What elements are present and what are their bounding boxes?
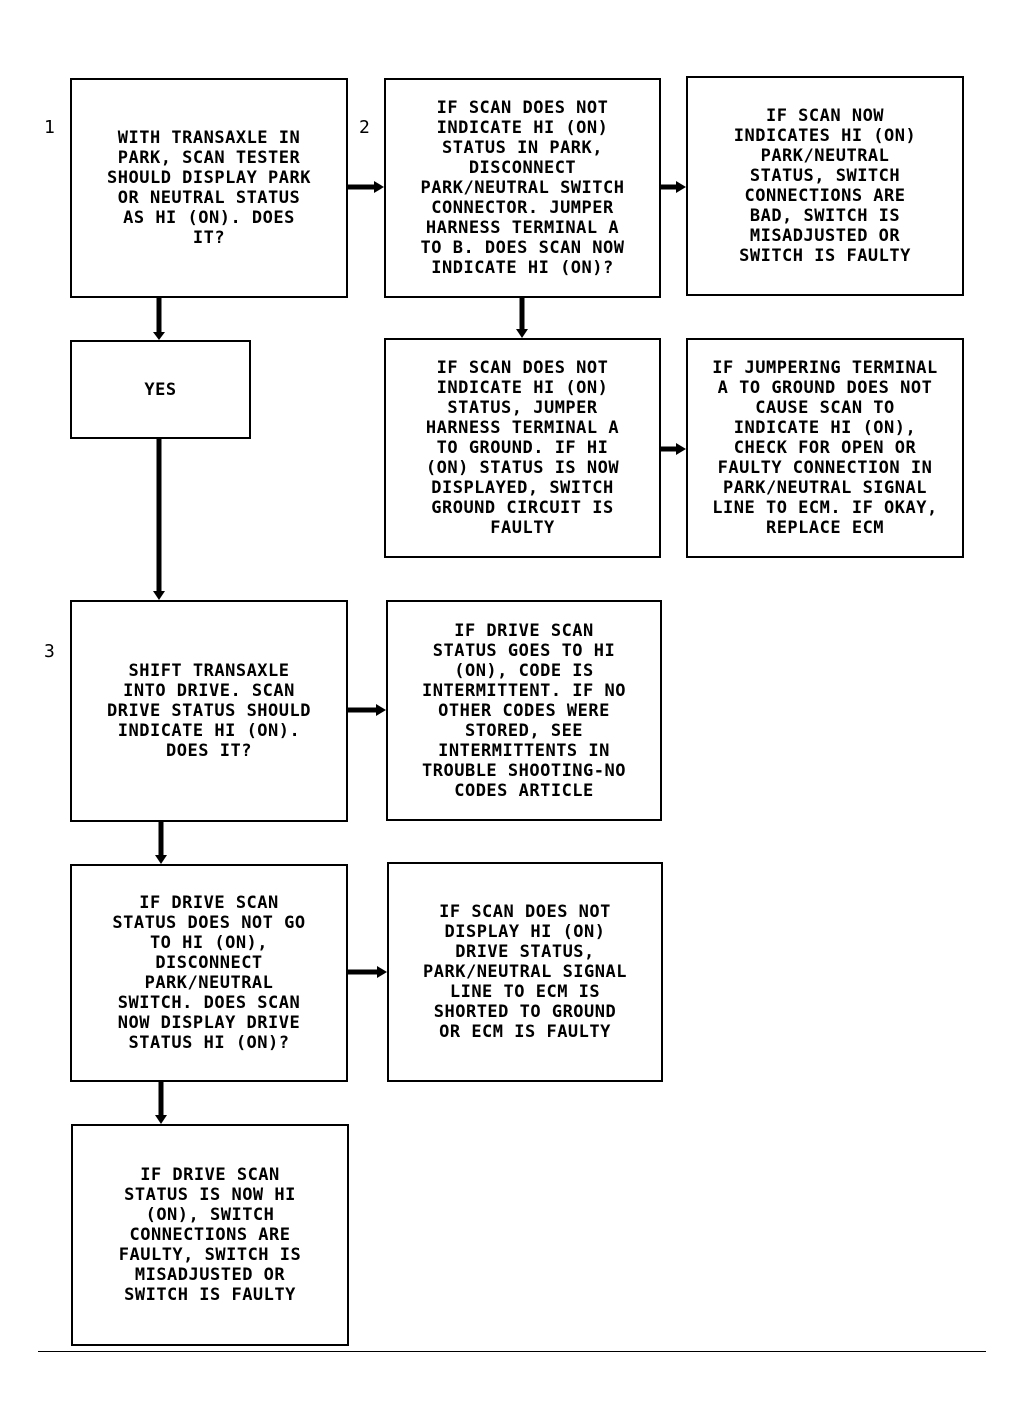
connector-b2-b3 <box>661 181 686 193</box>
box-text: WITH TRANSAXLE IN PARK, SCAN TESTER SHOU… <box>107 128 311 248</box>
box-text: IF DRIVE SCAN STATUS GOES TO HI (ON), CO… <box>422 620 626 801</box>
flow-box-jumper-a-to-b: IF SCAN DOES NOT INDICATE HI (ON) STATUS… <box>384 78 661 298</box>
box-text: IF SCAN DOES NOT INDICATE HI (ON) STATUS… <box>425 358 620 538</box>
connector-b5-b6 <box>661 443 686 455</box>
flow-box-code-intermittent: IF DRIVE SCAN STATUS GOES TO HI (ON), CO… <box>386 600 662 821</box>
step-number-3: 3 <box>44 641 55 662</box>
box-text: IF SCAN NOW INDICATES HI (ON) PARK/NEUTR… <box>733 106 917 266</box>
connector-b1-b4 <box>153 298 165 340</box>
connector-b2-b5 <box>516 298 528 338</box>
flow-box-shift-into-drive: SHIFT TRANSAXLE INTO DRIVE. SCAN DRIVE S… <box>70 600 348 822</box>
step-number-1: 1 <box>44 117 55 138</box>
flow-box-check-park-status: WITH TRANSAXLE IN PARK, SCAN TESTER SHOU… <box>70 78 348 298</box>
connector-b9-b11 <box>155 1082 167 1124</box>
connector-b9-b10 <box>348 966 387 978</box>
box-text: IF SCAN DOES NOT DISPLAY HI (ON) DRIVE S… <box>423 902 627 1042</box>
bottom-rule <box>38 1351 986 1352</box>
step-number-2: 2 <box>359 117 370 138</box>
box-text: YES <box>144 379 177 400</box>
connector-b4-b7 <box>153 439 165 600</box>
box-text: SHIFT TRANSAXLE INTO DRIVE. SCAN DRIVE S… <box>107 661 311 761</box>
flow-box-yes: YES <box>70 340 251 439</box>
connector-b1-b2 <box>348 181 384 193</box>
box-text: IF DRIVE SCAN STATUS IS NOW HI (ON), SWI… <box>118 1165 302 1305</box>
connector-b7-b9 <box>155 822 167 864</box>
flow-box-switch-connections-faulty: IF DRIVE SCAN STATUS IS NOW HI (ON), SWI… <box>71 1124 349 1346</box>
flow-box-jumper-a-to-ground: IF SCAN DOES NOT INDICATE HI (ON) STATUS… <box>384 338 661 558</box>
box-text: IF SCAN DOES NOT INDICATE HI (ON) STATUS… <box>420 98 625 278</box>
flow-box-disconnect-switch: IF DRIVE SCAN STATUS DOES NOT GO TO HI (… <box>70 864 348 1082</box>
flow-box-signal-line-shorted: IF SCAN DOES NOT DISPLAY HI (ON) DRIVE S… <box>387 862 663 1082</box>
flow-box-switch-faulty: IF SCAN NOW INDICATES HI (ON) PARK/NEUTR… <box>686 76 964 296</box>
box-text: IF JUMPERING TERMINAL A TO GROUND DOES N… <box>712 358 938 538</box>
flow-box-replace-ecm: IF JUMPERING TERMINAL A TO GROUND DOES N… <box>686 338 964 558</box>
box-text: IF DRIVE SCAN STATUS DOES NOT GO TO HI (… <box>112 893 306 1053</box>
connector-b7-b8 <box>348 704 386 716</box>
